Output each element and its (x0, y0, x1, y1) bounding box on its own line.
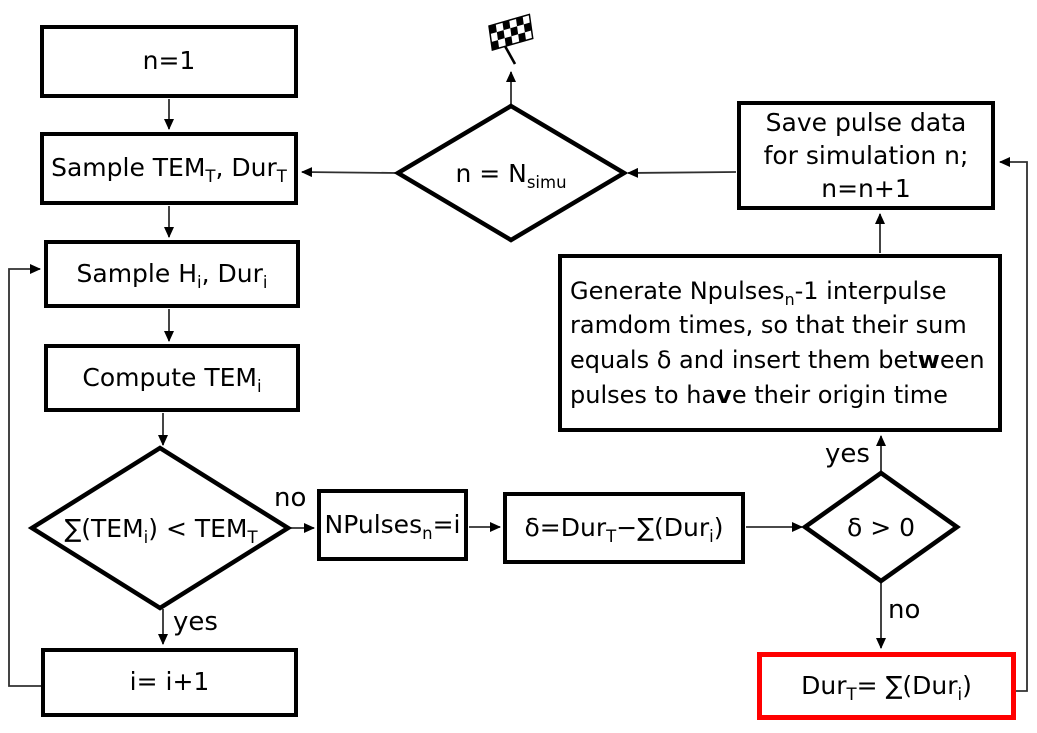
node-compute-tem: Compute TEMi (44, 344, 300, 412)
node-sample-totals: Sample TEMT, DurT (40, 132, 298, 205)
node-delta-assign-label: δ=DurT−∑(Duri) (524, 512, 724, 546)
edge-label-tem-yes: yes (173, 607, 218, 637)
node-increment-i-label: i= i+1 (129, 667, 210, 697)
node-generate-interpulse: Generate Npulsesn-1 interpulse ramdom ti… (558, 254, 1002, 432)
connector-dur-assign-return-to-save (999, 157, 1028, 692)
connector-nsimu-to-sample-totals (301, 167, 398, 178)
node-sample-totals-label: Sample TEMT, DurT (51, 153, 287, 187)
node-npulses-assign-label: NPulsesn=i (324, 509, 461, 543)
node-dur-total-assign: DurT= ∑(Duri) (757, 652, 1016, 720)
decision-nsimu-diamond (393, 103, 629, 243)
edge-label-tem-no: no (274, 483, 307, 513)
decision-delta-diamond (801, 470, 961, 584)
node-npulses-assign: NPulsesn=i (317, 489, 468, 561)
decision-tem-diamond (27, 445, 293, 611)
edge-label-delta-no: no (888, 595, 921, 625)
finish-flag-icon (488, 13, 534, 65)
node-init-n-label: n=1 (142, 46, 196, 76)
connector-save-to-decision-nsimu (627, 167, 737, 178)
node-sample-pulse-label: Sample Hi, Duri (76, 258, 268, 292)
node-delta-assign: δ=DurT−∑(Duri) (503, 492, 745, 564)
edge-label-delta-yes: yes (825, 439, 870, 469)
node-sample-pulse: Sample Hi, Duri (44, 240, 300, 308)
node-compute-tem-label: Compute TEMi (82, 362, 262, 396)
node-generate-interpulse-label: Generate Npulsesn-1 interpulse ramdom ti… (570, 276, 985, 409)
node-init-n: n=1 (40, 25, 298, 98)
node-save-pulse: Save pulse data for simulation n; n=n+1 (737, 101, 995, 210)
connector-increment-loop-to-sample-pulse (8, 264, 41, 687)
node-save-pulse-label: Save pulse data for simulation n; n=n+1 (763, 108, 969, 203)
node-dur-total-assign-label: DurT= ∑(Duri) (801, 670, 972, 704)
node-increment-i: i= i+1 (41, 648, 298, 717)
